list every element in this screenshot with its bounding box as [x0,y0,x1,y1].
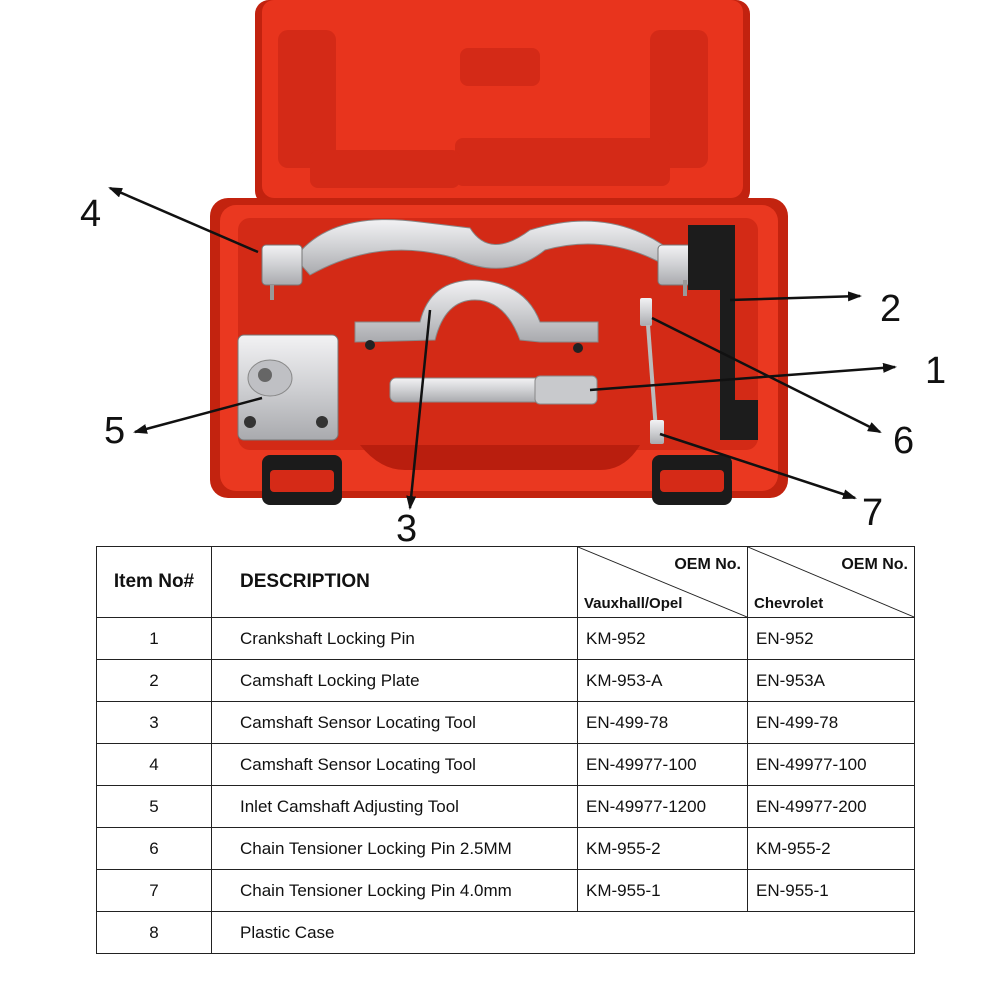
header-oem-label: OEM No. [674,556,741,573]
cell-oem-vauxhall: KM-955-2 [577,827,748,870]
cell-description: Camshaft Locking Plate [211,659,578,702]
cell-item-no: 8 [96,911,212,954]
cell-oem-chevrolet: EN-955-1 [747,869,915,912]
arrow-icon [729,291,862,302]
header-oem-vauxhall: OEM No. Vauxhall/Opel [577,546,748,618]
header-brand-label: Vauxhall/Opel [584,595,683,612]
arrow-icon [108,186,259,254]
arrow-icon [406,309,432,510]
case-lid [255,0,750,205]
tensioner-pins-6-7 [640,298,664,444]
cell-item-no: 7 [96,869,212,912]
inlet-camshaft-tool-5 [237,334,339,441]
callout-number: 2 [880,288,902,330]
table-row: 6 Chain Tensioner Locking Pin 2.5MM KM-9… [96,827,915,870]
callout-number: 5 [104,410,126,452]
camshaft-sensor-tool-3 [354,279,599,353]
callout-number: 3 [396,508,418,550]
table-row: 4 Camshaft Sensor Locating Tool EN-49977… [96,743,915,786]
header-item-no: Item No# [96,546,212,618]
header-oem-label: OEM No. [841,556,908,573]
spec-table: Item No# DESCRIPTION OEM No. Vauxhall/Op… [96,546,915,954]
cell-oem-vauxhall: EN-49977-1200 [577,785,748,828]
cell-description: Crankshaft Locking Pin [211,617,578,660]
callout-number: 1 [925,350,947,392]
table-row: 3 Camshaft Sensor Locating Tool EN-499-7… [96,701,915,744]
callout-number: 6 [893,420,915,462]
cell-oem-chevrolet: KM-955-2 [747,827,915,870]
arrow-icon [651,316,882,434]
camshaft-plate-2 [688,225,758,440]
header-brand-label: Chevrolet [754,595,824,612]
cell-item-no: 3 [96,701,212,744]
cell-oem-chevrolet: EN-49977-100 [747,743,915,786]
cell-description: Camshaft Sensor Locating Tool [211,701,578,744]
cell-oem-chevrolet: EN-499-78 [747,701,915,744]
arrow-icon [133,396,263,434]
cell-item-no: 1 [96,617,212,660]
table-row: 2 Camshaft Locking Plate KM-953-A EN-953… [96,659,915,702]
case-base [210,198,788,498]
cell-oem-vauxhall: EN-49977-100 [577,743,748,786]
cell-description: Inlet Camshaft Adjusting Tool [211,785,578,828]
toolkit-case-illustration [108,0,897,510]
cell-oem-vauxhall: KM-953-A [577,659,748,702]
crankshaft-pin-1 [389,375,598,405]
case-latch-right [652,455,732,505]
arrow-icon [589,362,897,392]
cell-description: Chain Tensioner Locking Pin 4.0mm [211,869,578,912]
table-row: 8 Plastic Case [96,911,915,954]
table-row: 5 Inlet Camshaft Adjusting Tool EN-49977… [96,785,915,828]
cell-item-no: 5 [96,785,212,828]
callout-number: 7 [862,492,884,534]
table-row: 7 Chain Tensioner Locking Pin 4.0mm KM-9… [96,869,915,912]
callout-number: 4 [80,193,102,235]
table-header-row: Item No# DESCRIPTION OEM No. Vauxhall/Op… [96,546,915,618]
arrow-icon [659,432,857,500]
cell-item-no: 6 [96,827,212,870]
header-description: DESCRIPTION [211,546,578,618]
cell-description: Camshaft Sensor Locating Tool [211,743,578,786]
table-row: 1 Crankshaft Locking Pin KM-952 EN-952 [96,617,915,660]
cell-oem-chevrolet: EN-953A [747,659,915,702]
cell-oem-vauxhall: KM-955-1 [577,869,748,912]
header-oem-chevrolet: OEM No. Chevrolet [747,546,915,618]
cell-oem-chevrolet: EN-49977-200 [747,785,915,828]
case-latch-left [262,455,342,505]
cell-description: Chain Tensioner Locking Pin 2.5MM [211,827,578,870]
cell-item-no: 2 [96,659,212,702]
cell-oem-vauxhall: KM-952 [577,617,748,660]
cell-oem-chevrolet: EN-952 [747,617,915,660]
cell-description: Plastic Case [211,911,915,954]
cell-oem-vauxhall: EN-499-78 [577,701,748,744]
callout-arrows [108,186,897,510]
cell-item-no: 4 [96,743,212,786]
